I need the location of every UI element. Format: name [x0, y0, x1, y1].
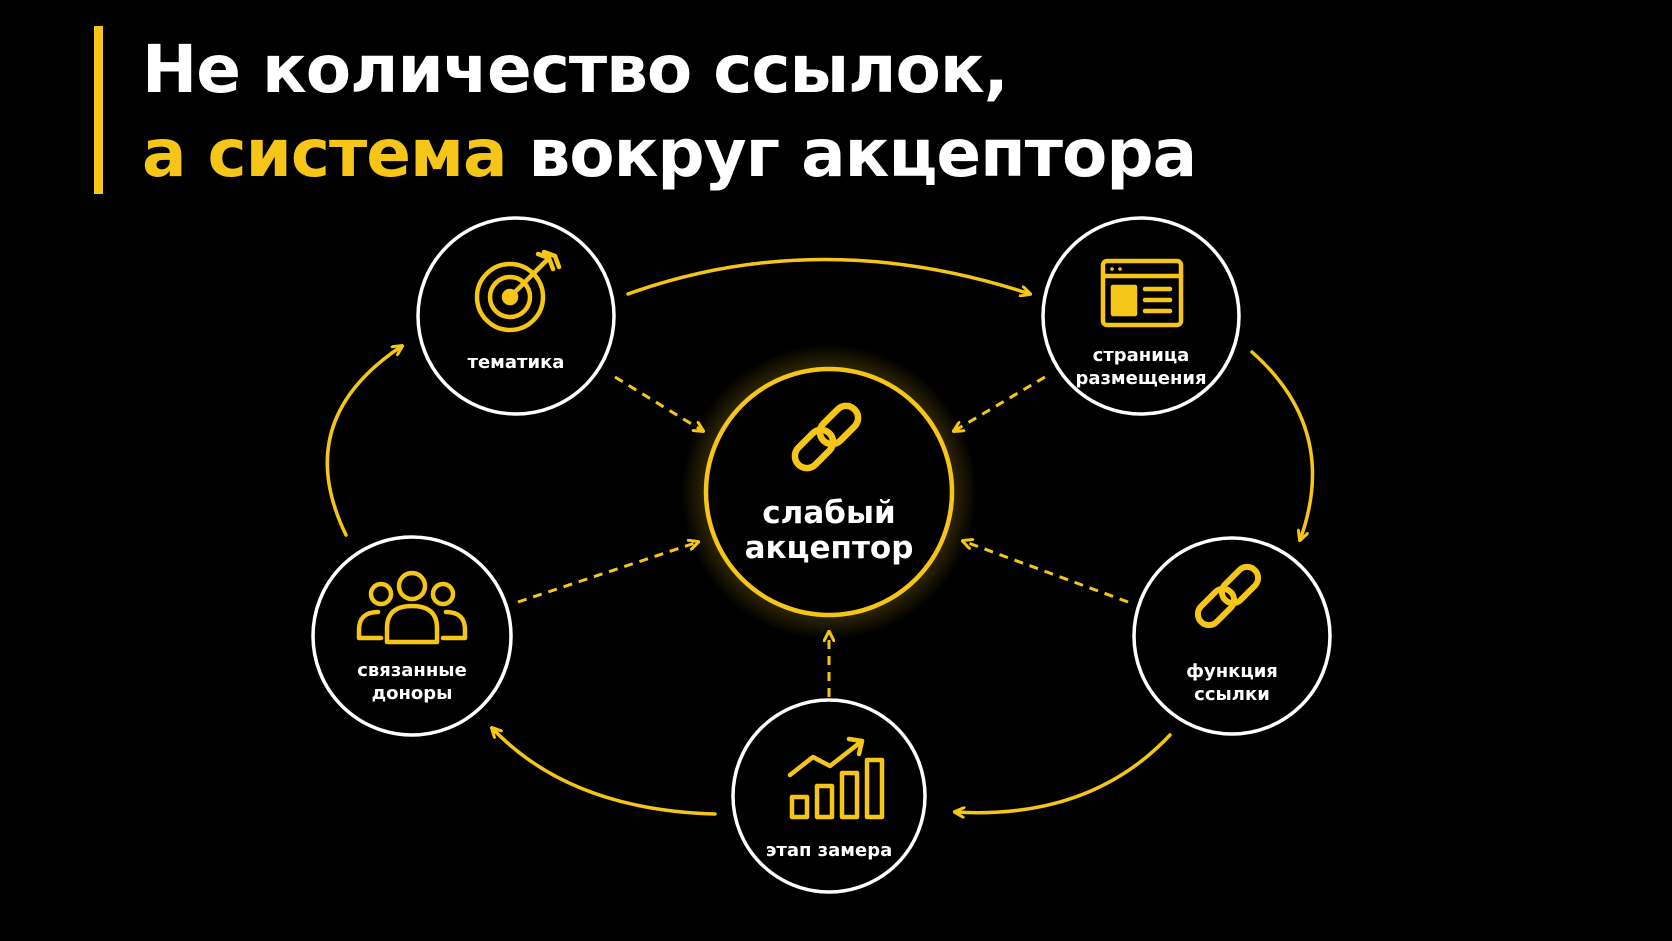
node-page-label-line-1: страница: [1093, 345, 1190, 366]
node-page: страница размещения: [1041, 216, 1241, 416]
page-title: Не количество ссылок, а система вокруг а…: [142, 28, 1197, 196]
dashed-arrow-donors: [517, 542, 698, 604]
center-node: слабый акцептор: [681, 344, 977, 640]
node-topic-label: тематика: [468, 352, 565, 373]
node-measure-label: этап замера: [766, 840, 893, 861]
link-icon: [791, 402, 862, 472]
dashed-arrow-page: [954, 375, 1046, 431]
target-icon: [474, 249, 562, 333]
center-label-line-1: слабый: [762, 495, 895, 531]
title-line-2-rest: вокруг акцептора: [506, 115, 1197, 192]
title-accent-bar: [94, 26, 103, 194]
arrow-page-to-function: [1250, 350, 1315, 540]
dashed-arrow-topic: [614, 375, 703, 431]
node-function-label-line-1: функция: [1186, 661, 1278, 682]
node-donors: связанные доноры: [311, 535, 513, 737]
node-donors-label-line-2: доноры: [372, 683, 453, 704]
dashed-arrow-function: [963, 541, 1129, 604]
arrow-donors-to-topic: [325, 346, 402, 537]
people-group-icon: [356, 570, 468, 645]
node-function: функция ссылки: [1132, 536, 1332, 736]
growth-chart-icon: [787, 736, 885, 820]
node-function-label-line-2: ссылки: [1194, 684, 1270, 705]
node-measure: этап замера: [731, 698, 927, 894]
node-donors-label-line-1: связанные: [357, 660, 467, 681]
browser-page-icon: [1100, 258, 1184, 328]
node-topic: тематика: [416, 216, 616, 416]
link-icon: [1194, 563, 1262, 629]
title-accent-text: а система: [142, 115, 508, 192]
arrow-topic-to-page: [626, 257, 1030, 295]
center-label-line-2: акцептор: [745, 530, 914, 566]
cycle-arrows: [325, 257, 1315, 816]
node-page-label-line-2: размещения: [1075, 368, 1206, 389]
title-line-1: Не количество ссылок,: [142, 31, 1009, 108]
arrow-function-to-measure: [955, 733, 1172, 813]
arrow-measure-to-donors: [492, 728, 717, 816]
dashed-arrows: [517, 375, 1129, 697]
